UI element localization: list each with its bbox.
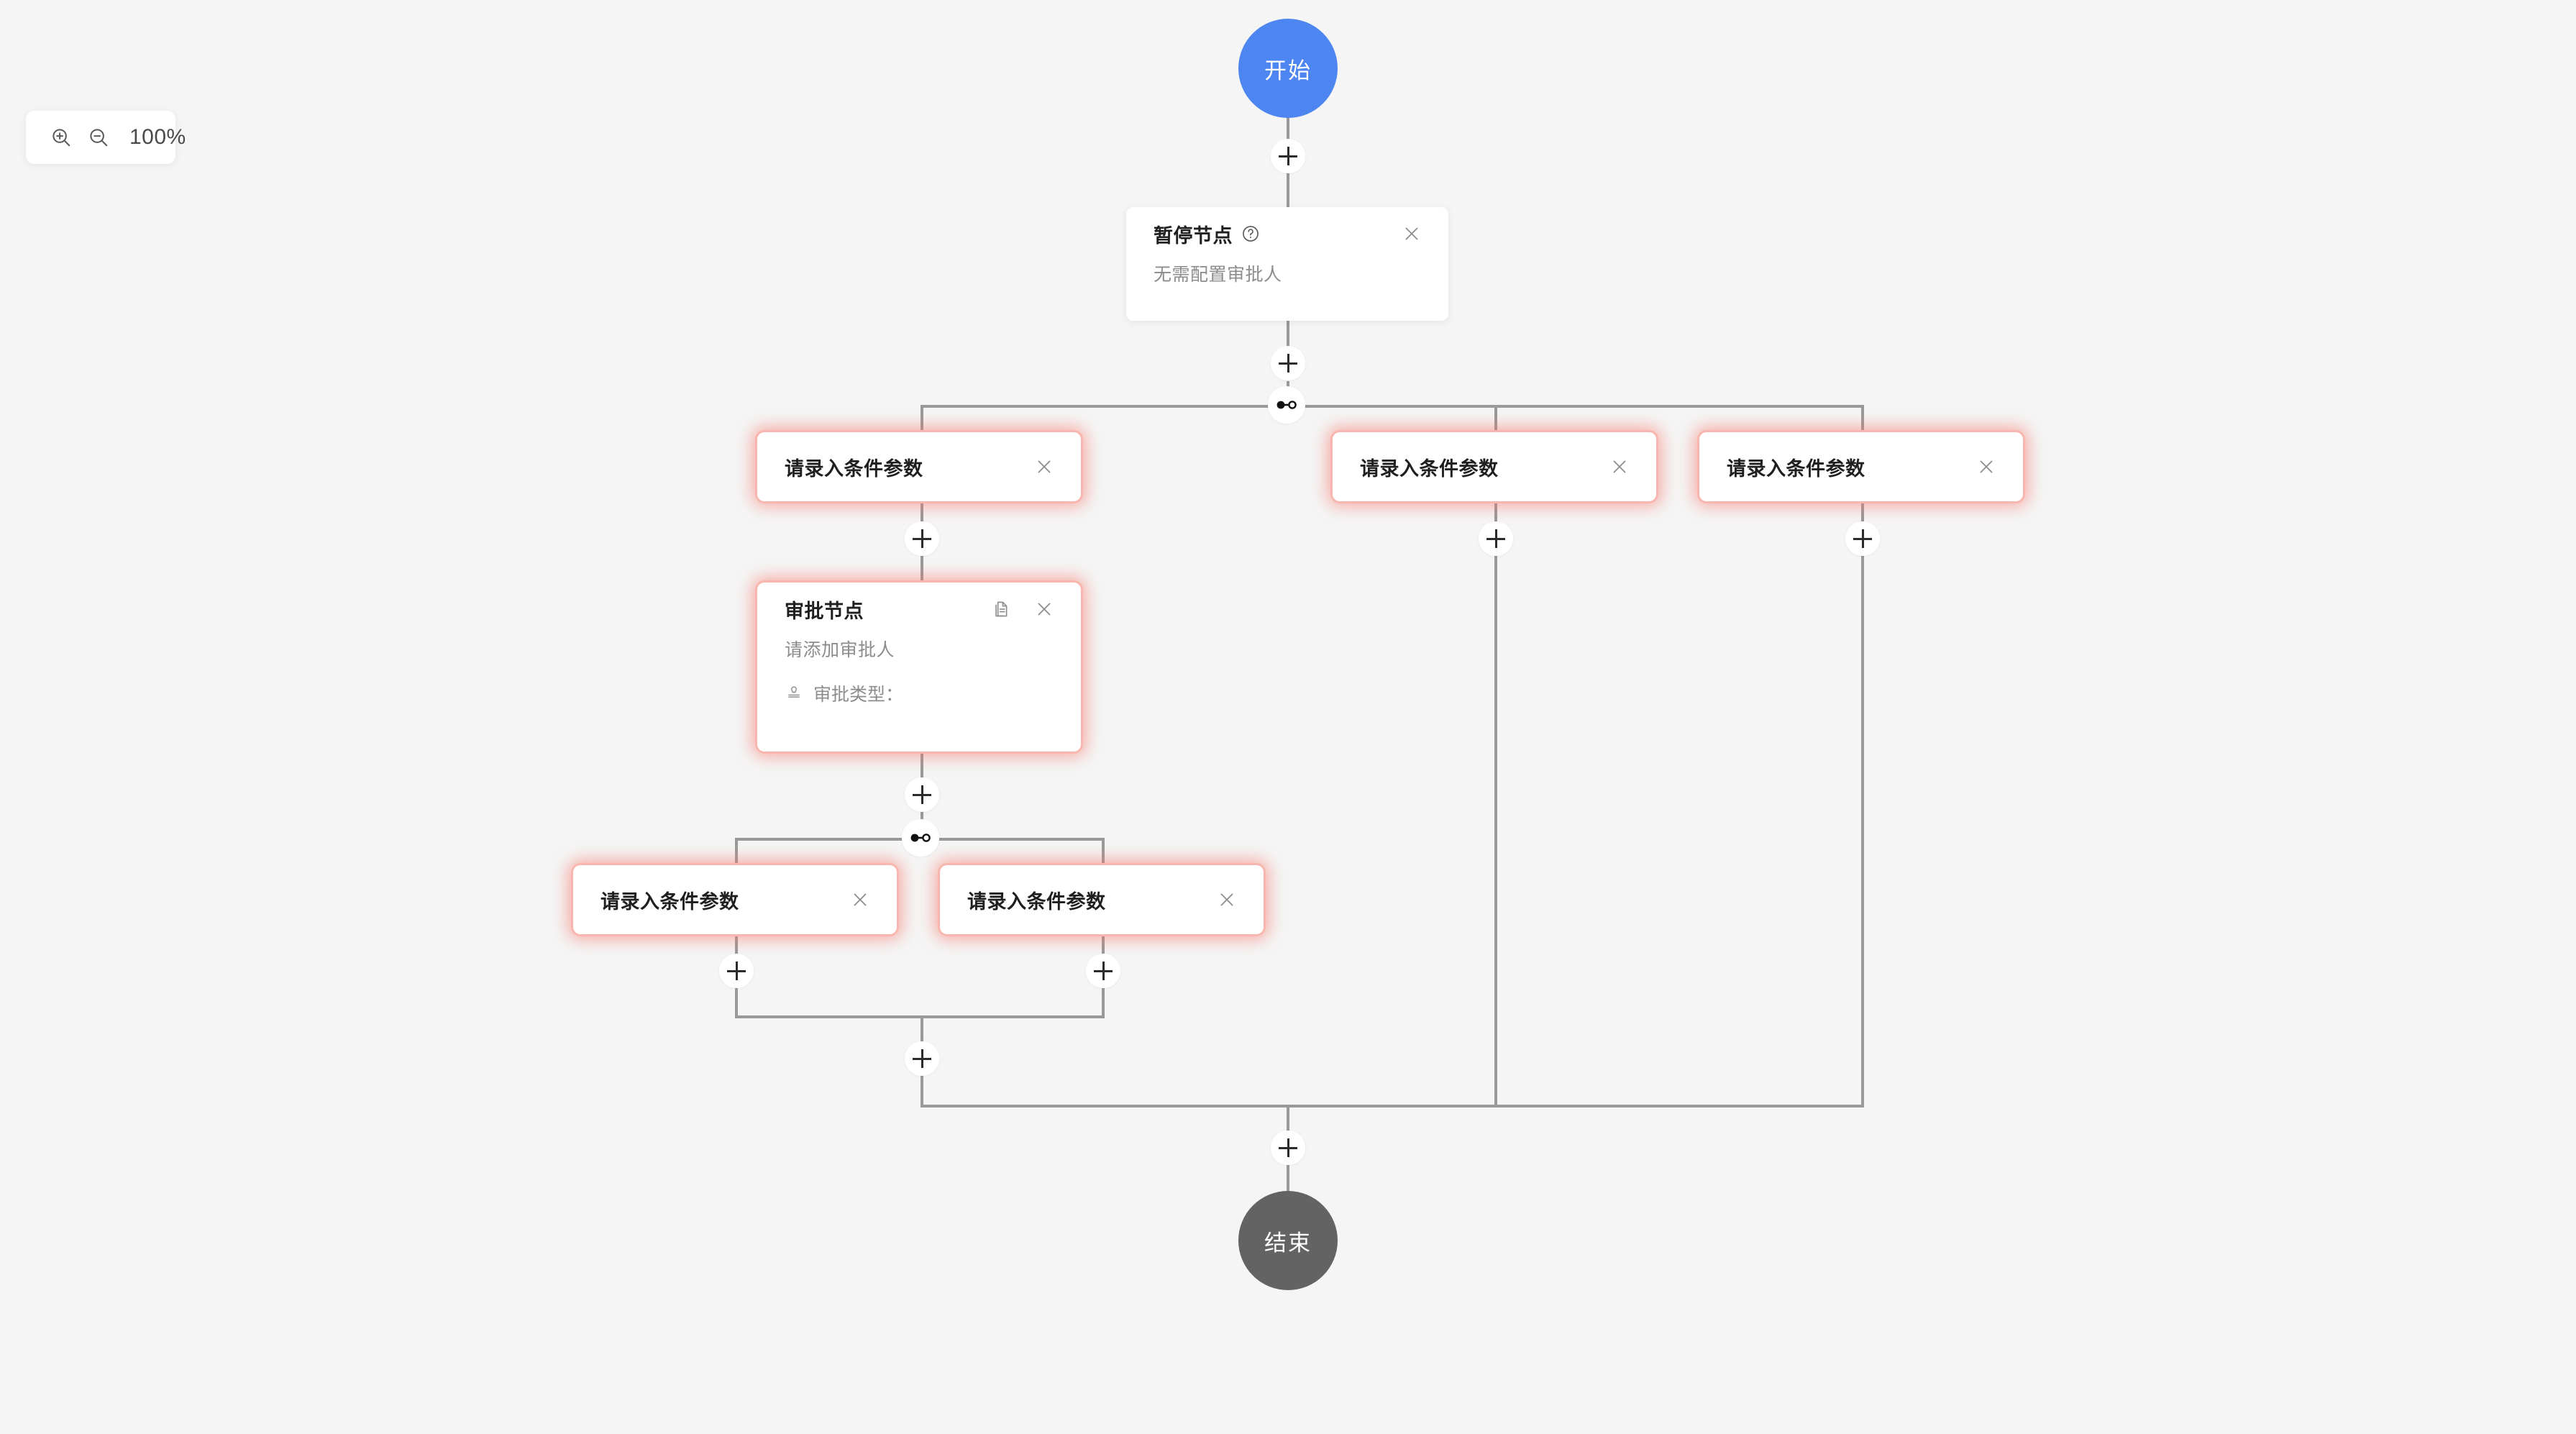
zoom-level-label: 100% (129, 125, 186, 149)
start-node[interactable]: 开始 (1238, 19, 1338, 118)
zoom-in-icon[interactable] (50, 124, 72, 150)
add-node-button-inner-branch1[interactable] (719, 954, 754, 988)
question-circle-icon[interactable] (1241, 224, 1260, 243)
branch-split-icon (910, 834, 931, 842)
connector-inner-add2-to-merge (1102, 978, 1105, 1018)
connector-branch3-to-outer-merge (1861, 547, 1864, 1108)
pause-node-card[interactable]: 暂停节点 无需配置审批人 (1126, 207, 1448, 321)
condition-card-1[interactable]: 请录入条件参数 (757, 432, 1081, 501)
zoom-control-bar: 100% (26, 111, 186, 164)
connector-outer-split-bar (921, 405, 1863, 408)
branch-split-node-outer[interactable] (1268, 386, 1305, 424)
inner-condition-card-1[interactable]: 请录入条件参数 (573, 865, 897, 934)
condition-card-3[interactable]: 请录入条件参数 (1699, 432, 2023, 501)
close-icon[interactable] (1609, 456, 1630, 478)
condition-card-1-label: 请录入条件参数 (785, 457, 923, 480)
condition-card-2[interactable]: 请录入条件参数 (1333, 432, 1656, 501)
pause-node-body: 无需配置审批人 (1154, 265, 1282, 285)
connector-inner-add1-to-merge (735, 978, 738, 1018)
close-icon[interactable] (1976, 456, 1997, 478)
branch-split-node-inner[interactable] (902, 819, 939, 857)
add-node-button-branch2[interactable] (1479, 521, 1513, 556)
connector-outer-leg-3 (1861, 405, 1864, 439)
condition-card-3-label: 请录入条件参数 (1727, 457, 1865, 480)
approval-type-row: 审批类型： (757, 680, 1081, 706)
copy-document-icon[interactable] (990, 598, 1012, 620)
add-node-button-before-end[interactable] (1271, 1131, 1305, 1165)
close-icon[interactable] (1033, 598, 1055, 620)
add-node-button-after-start[interactable] (1271, 139, 1305, 173)
pause-node-header: 暂停节点 (1126, 207, 1448, 260)
connector-inner-merge-bar (735, 1015, 1105, 1018)
pause-node-title: 暂停节点 (1154, 224, 1233, 247)
connector-add-to-end (1287, 1143, 1289, 1223)
end-node[interactable]: 结束 (1238, 1191, 1338, 1290)
approval-type-label: 审批类型： (813, 685, 904, 705)
connector-inner-leg-1 (735, 838, 738, 872)
add-node-button-inner-branch2[interactable] (1086, 954, 1120, 988)
add-node-button-after-pause[interactable] (1271, 346, 1305, 380)
add-node-button-branch3[interactable] (1845, 521, 1880, 556)
approval-node-card[interactable]: 审批节点 请 (757, 583, 1081, 752)
close-icon[interactable] (1401, 223, 1422, 245)
approval-node-actions (990, 598, 1055, 620)
connector-add1-to-pause (1287, 173, 1289, 209)
inner-condition-card-2[interactable]: 请录入条件参数 (940, 865, 1264, 934)
connector-outer-merge-bar (921, 1105, 1864, 1108)
start-node-label: 开始 (1264, 58, 1312, 83)
add-node-button-after-approval[interactable] (905, 777, 939, 812)
close-icon[interactable] (1216, 889, 1238, 910)
approval-node-title: 审批节点 (785, 600, 864, 622)
add-node-button-branch1[interactable] (905, 521, 939, 556)
inner-condition-card-2-label: 请录入条件参数 (967, 890, 1106, 913)
connector-inner-merge-to-add (921, 1015, 923, 1059)
connector-outer-leg-2 (1494, 405, 1497, 439)
condition-card-2-label: 请录入条件参数 (1360, 457, 1499, 480)
approval-node-header: 审批节点 (757, 583, 1081, 636)
connector-branch2-to-outer-merge (1494, 547, 1497, 1108)
stamp-icon (785, 682, 803, 705)
end-node-label: 结束 (1264, 1230, 1312, 1256)
close-icon[interactable] (849, 889, 871, 910)
approval-node-body: 请添加审批人 (785, 640, 895, 660)
close-icon[interactable] (1033, 456, 1055, 478)
connector-outer-leg-1 (921, 405, 923, 439)
branch-split-icon (1276, 401, 1297, 409)
inner-condition-card-1-label: 请录入条件参数 (600, 890, 739, 913)
zoom-out-icon[interactable] (88, 124, 109, 150)
connector-inner-leg-2 (1102, 838, 1105, 872)
add-node-button-after-inner-merge[interactable] (905, 1041, 939, 1076)
pause-node-actions (1401, 223, 1422, 245)
connector-add-to-approval (921, 547, 923, 583)
